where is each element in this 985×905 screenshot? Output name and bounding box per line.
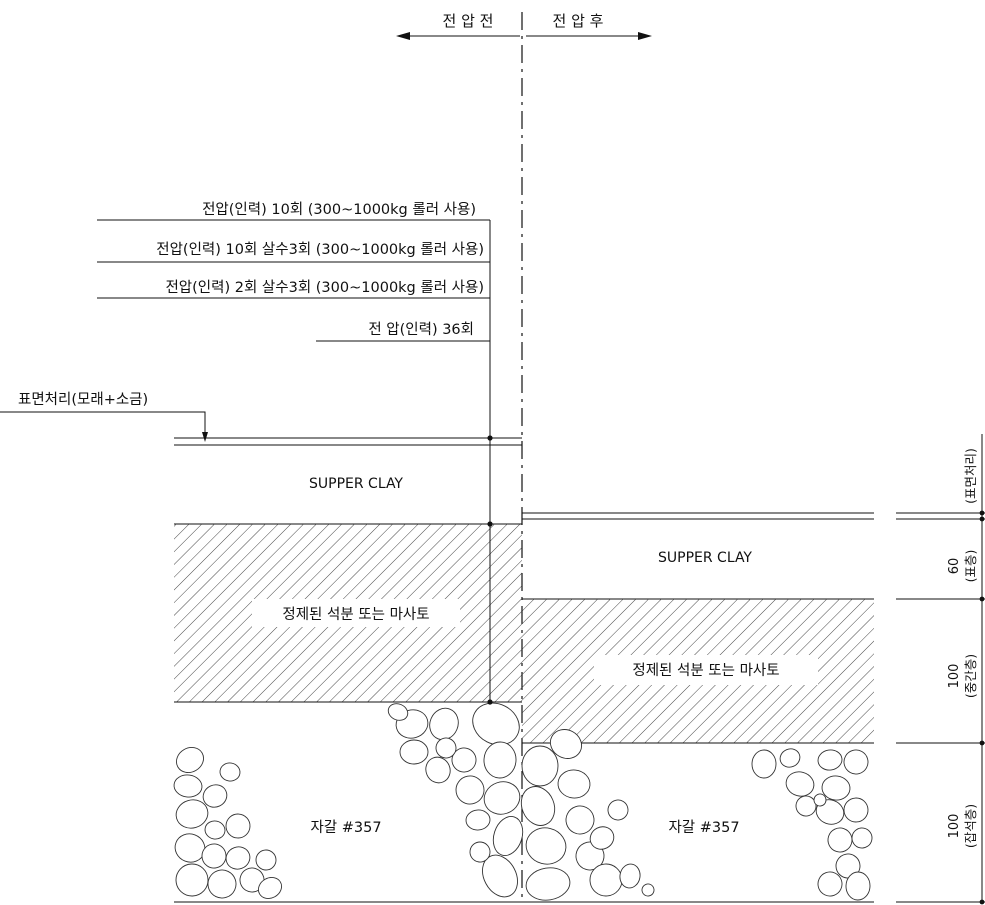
right-clay-label: SUPPER CLAY (658, 550, 752, 566)
pebble (173, 774, 203, 798)
pebble (851, 827, 873, 849)
left-granite-label: 정제된 석분 또는 마사토 (282, 606, 429, 623)
pebble (451, 747, 477, 773)
pebble (255, 849, 277, 871)
callout-3-text: 전압(인력) 2회 살수3회 (300~1000kg 롤러 사용) (165, 279, 484, 296)
pebble (469, 841, 491, 863)
right-granite-label-bg (594, 655, 818, 685)
pebble (521, 745, 559, 787)
pebble (472, 702, 520, 746)
pebble (257, 877, 283, 899)
pebble (492, 816, 524, 856)
pebble (565, 805, 595, 835)
dim-dot-4 (979, 740, 985, 746)
dim-top-value: 60 (947, 558, 962, 575)
pebble (817, 749, 843, 771)
dim-top-name: (표층) (963, 550, 978, 583)
pebble (225, 813, 251, 839)
pebble (751, 749, 777, 779)
callout-1-text: 전압(인력) 10회 (300~1000kg 롤러 사용) (202, 201, 476, 218)
leader-dot-clay (487, 521, 493, 527)
pebble (549, 729, 583, 759)
pebble (202, 784, 228, 808)
left-clay-label: SUPPER CLAY (309, 476, 403, 492)
gravel-pebbles (173, 702, 873, 901)
pebble (482, 854, 518, 898)
callouts: 전압(인력) 10회 (300~1000kg 롤러 사용) 전압(인력) 10회… (0, 201, 493, 705)
pebble (619, 863, 641, 889)
right-section: SUPPER CLAY 정제된 석분 또는 마사토 자갈 #357 (522, 512, 874, 903)
pebble (785, 771, 815, 797)
pebble (175, 863, 209, 897)
left-section: SUPPER CLAY 정제된 석분 또는 마사토 자갈 #357 (174, 437, 522, 903)
pebble (176, 747, 204, 773)
surface-treatment-leader (0, 411, 206, 436)
pebble (201, 843, 227, 869)
left-arrow-icon (396, 32, 410, 40)
leader-dot-surface (487, 435, 493, 441)
pebble (525, 867, 571, 901)
pebble (465, 809, 491, 831)
after-label: 전 압 후 (553, 12, 604, 30)
pebble (483, 781, 521, 815)
pebble (455, 775, 485, 805)
callout-2-text: 전압(인력) 10회 살수3회 (300~1000kg 롤러 사용) (156, 241, 484, 258)
pebble (821, 775, 851, 801)
pebble (207, 869, 237, 899)
pebble (525, 827, 567, 865)
dim-dot-5 (979, 899, 985, 905)
dim-bottom-value: 100 (947, 814, 962, 839)
pebble (813, 793, 827, 807)
pebble (845, 871, 871, 901)
surface-treatment-label: 표면처리(모래+소금) (18, 391, 148, 408)
pebble (827, 827, 853, 853)
pebble (204, 820, 226, 840)
pebble (387, 703, 409, 721)
leader-dot-granite (487, 699, 493, 705)
pebble (843, 749, 869, 775)
pebble (399, 739, 429, 765)
pebble (843, 797, 869, 823)
pebble (225, 846, 251, 870)
pebble (425, 756, 451, 784)
dim-surface-name: (표면처리) (963, 448, 978, 504)
dim-dot-3 (979, 596, 985, 602)
dim-dot-2 (979, 516, 985, 522)
pebble (219, 762, 241, 782)
pebble (435, 737, 457, 759)
pebble (817, 871, 843, 897)
pebble (815, 799, 845, 825)
dimension-column: (표면처리) 60 (표층) 100 (중간층) 100 (잡석층) (896, 434, 985, 905)
pebble (779, 748, 801, 768)
dim-middle-name: (중간층) (963, 654, 978, 698)
right-granite-label: 정제된 석분 또는 마사토 (632, 662, 779, 679)
callout-4-text: 전 압(인력) 36회 (368, 321, 474, 338)
header: 전 압 전 전 압 후 (396, 12, 652, 40)
pebble (589, 826, 615, 850)
pebble (483, 741, 517, 779)
left-gravel-label: 자갈 #357 (310, 819, 381, 836)
dim-dot-1 (979, 510, 985, 516)
pebble (175, 799, 209, 829)
pebble (557, 769, 591, 799)
pebble (641, 883, 655, 897)
right-arrow-icon (638, 32, 652, 40)
left-granite-label-bg (252, 599, 460, 627)
pebble (429, 707, 459, 741)
pebble (520, 786, 556, 826)
right-gravel-label: 자갈 #357 (668, 819, 739, 836)
dim-bottom-name: (잡석층) (963, 804, 978, 848)
surface-treatment-arrow-icon (202, 432, 208, 442)
dim-middle-value: 100 (947, 664, 962, 689)
before-label: 전 압 전 (443, 12, 494, 30)
pebble (607, 799, 629, 821)
